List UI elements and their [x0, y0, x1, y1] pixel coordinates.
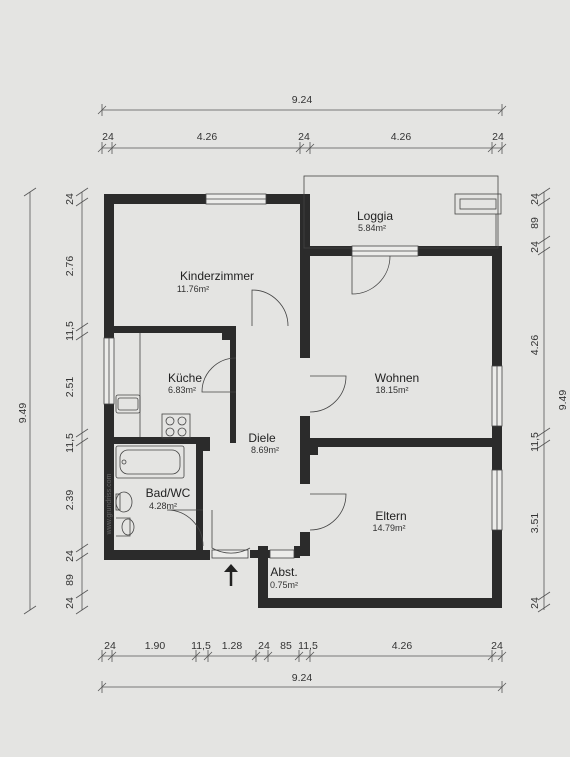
- dim-label: 85: [280, 640, 292, 652]
- dim-label: 11,5: [64, 321, 76, 341]
- dim-label: 24: [298, 131, 310, 143]
- dim-label: 1.28: [222, 640, 243, 652]
- windows: [103, 193, 503, 559]
- dim-label: 24: [492, 131, 504, 143]
- dim-label: 24: [102, 131, 114, 143]
- room-name-kueche: Küche: [168, 371, 202, 385]
- dim-label: 24: [529, 193, 541, 205]
- dim-label: 24: [258, 640, 270, 652]
- doors: [166, 255, 391, 554]
- dim-label: 89: [64, 574, 76, 586]
- dim-label: 2.76: [64, 256, 76, 277]
- room-area-diele: 8.69m²: [251, 445, 279, 455]
- dim-label: 4.26: [529, 335, 541, 356]
- room-area-eltern: 14.79m²: [372, 523, 405, 533]
- sink-and-toilet: [115, 491, 135, 537]
- entrance-arrow-icon: [224, 564, 238, 586]
- room-area-bad-wc: 4.28m²: [149, 501, 177, 511]
- room-name-diele: Diele: [248, 431, 276, 445]
- watermark: www.grundriss.com: [106, 473, 113, 535]
- bottom-dimension-lines: [97, 650, 507, 693]
- right-total-dimension: 9.49: [557, 390, 569, 411]
- room-name-bad-wc: Bad/WC: [146, 486, 191, 500]
- room-area-abstellraum: 0.75m²: [270, 580, 298, 590]
- dim-label: 11,5: [64, 433, 76, 453]
- bottom-total-dimension: 9.24: [292, 672, 313, 684]
- dim-label: 11,5: [191, 640, 211, 652]
- room-area-kueche: 6.83m²: [168, 385, 196, 395]
- room-name-eltern: Eltern: [375, 509, 406, 523]
- dim-label: 3.51: [529, 513, 541, 534]
- dim-label: 4.26: [392, 640, 413, 652]
- dim-label: 2.51: [64, 377, 76, 398]
- bottom-segment-labels: 24 1.90 11,5 1.28 24 85 11,5 4.26 24: [104, 640, 503, 652]
- room-labels: Kinderzimmer 11.76m² Loggia 5.84m² Küche…: [146, 209, 420, 590]
- top-total-dimension: 9.24: [292, 94, 313, 106]
- dim-label: 24: [529, 241, 541, 253]
- dim-label: 24: [529, 597, 541, 609]
- bathtub: [115, 445, 185, 479]
- dim-label: 11,5: [529, 432, 541, 452]
- dim-label: 2.39: [64, 490, 76, 511]
- room-area-loggia: 5.84m²: [358, 223, 386, 233]
- top-segment-labels: 24 4.26 24 4.26 24: [102, 131, 504, 143]
- room-area-wohnen: 18.15m²: [375, 385, 408, 395]
- dim-label: 24: [64, 597, 76, 609]
- room-name-loggia: Loggia: [357, 209, 393, 223]
- room-name-wohnen: Wohnen: [375, 371, 419, 385]
- dim-label: 24: [104, 640, 116, 652]
- room-name-kinderzimmer: Kinderzimmer: [180, 269, 254, 283]
- loggia-outline: [303, 175, 502, 249]
- dim-label: 24: [64, 550, 76, 562]
- dim-label: 11,5: [298, 640, 318, 652]
- left-dimension-lines: [23, 187, 89, 615]
- dim-label: 4.26: [197, 131, 218, 143]
- room-area-kinderzimmer: 11.76m²: [177, 284, 209, 294]
- dim-label: 89: [529, 217, 541, 229]
- walls: [104, 194, 502, 608]
- dim-label: 4.26: [391, 131, 412, 143]
- room-name-abstellraum: Abst.: [270, 565, 297, 579]
- left-total-dimension: 9.49: [17, 403, 29, 424]
- right-dimension-lines: [537, 187, 551, 613]
- kitchen-counter: [115, 333, 191, 439]
- dim-label: 24: [491, 640, 503, 652]
- dim-label: 24: [64, 193, 76, 205]
- top-dimension-lines: [97, 104, 507, 154]
- left-segment-labels: 24 2.76 11,5 2.51 11,5 2.39 24 89 24: [64, 193, 76, 609]
- dim-label: 1.90: [145, 640, 166, 652]
- right-segment-labels: 24 89 24 4.26 11,5 3.51 24 9.49: [529, 193, 569, 609]
